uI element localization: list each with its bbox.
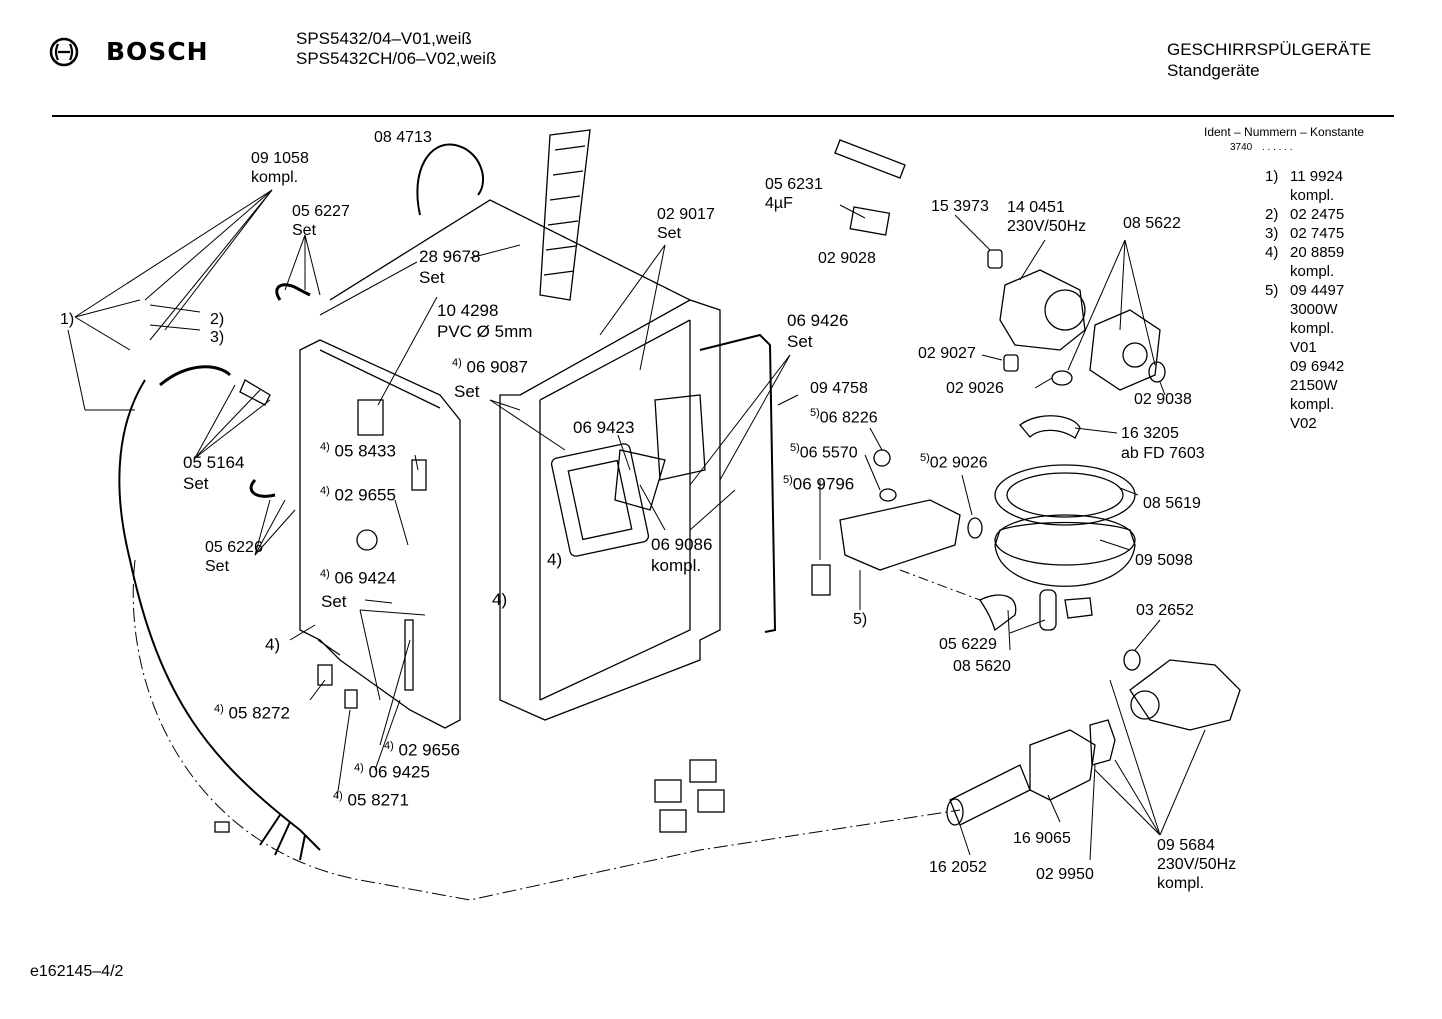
- model-line-1: SPS5432/04–V01,weiß: [296, 29, 472, 48]
- inlet-valve: [1129, 659, 1241, 731]
- heater-bowl: [994, 521, 1136, 587]
- legend-item-line: kompl.: [1290, 396, 1335, 413]
- legend-item-line: kompl.: [1290, 263, 1335, 280]
- callout-058272: 4) 05 8272: [214, 703, 290, 723]
- legend-dots: . . . . . .: [1262, 142, 1293, 153]
- callout-069087: 4) 06 9087: [452, 357, 528, 377]
- door-panel: [299, 339, 461, 729]
- legend-item-line: kompl.: [1290, 320, 1335, 337]
- callout-058433: 4) 05 8433: [320, 441, 396, 461]
- callout-4-door: 4): [265, 635, 281, 654]
- capacitor: [834, 139, 906, 179]
- circulation-pump: [999, 269, 1086, 351]
- legend-item-line: kompl.: [1290, 187, 1335, 204]
- legend-item-number: 2): [1265, 206, 1279, 223]
- callout-056229: 05 6229: [939, 636, 997, 653]
- callout-1: 1): [60, 311, 75, 328]
- door-lock: [357, 399, 384, 436]
- callout-065570: 5)06 5570: [790, 442, 858, 462]
- legend-item-number: 5): [1265, 282, 1279, 299]
- callout-069424: 4) 06 9424: [320, 568, 396, 588]
- callout-058271: 4) 05 8271: [333, 790, 409, 810]
- strainer-cap: [1019, 415, 1081, 439]
- tub-body: [499, 299, 721, 721]
- legend-item-line: 02 2475: [1290, 206, 1345, 223]
- legend-item-number: 1): [1265, 168, 1279, 185]
- callout-084713: 08 4713: [374, 129, 432, 146]
- callout-069087-set: Set: [454, 382, 480, 401]
- legend-item-line: V01: [1290, 339, 1317, 356]
- callout-162052: 16 2052: [929, 859, 987, 876]
- callout-5-heater: 5): [853, 611, 868, 628]
- callout-029026-heater: 5)02 9026: [920, 452, 988, 472]
- category-subtitle: Standgeräte: [1167, 61, 1260, 80]
- callout-068226: 5)06 8226: [810, 407, 878, 427]
- callout-3: 3): [210, 329, 225, 346]
- bosch-armature-icon: [49, 37, 79, 67]
- callout-029655: 4) 02 9655: [320, 485, 396, 505]
- supply-hose: [118, 379, 301, 831]
- callout-4-tub: 4): [547, 550, 563, 569]
- callout-085620: 08 5620: [953, 658, 1011, 675]
- legend-item-line: 09 6942: [1290, 358, 1345, 375]
- callout-094758: 09 4758: [810, 380, 868, 397]
- callout-029027: 02 9027: [918, 345, 976, 362]
- legend-item-line: V02: [1290, 415, 1317, 432]
- connector-block: [654, 779, 682, 803]
- legend-item-line: 2150W: [1290, 377, 1338, 394]
- callout-4-rail: 4): [492, 590, 508, 609]
- callout-069796: 5)06 9796: [783, 474, 855, 494]
- legend-item-line: 09 4497: [1290, 282, 1345, 299]
- legend-item-line: 20 8859: [1290, 244, 1345, 261]
- model-line-2: SPS5432CH/06–V02,weiß: [296, 49, 497, 68]
- document-code: e162145–4/2: [30, 963, 124, 980]
- callout-069425: 4) 06 9425: [354, 762, 430, 782]
- bosch-logo: [48, 36, 84, 73]
- callout-029656: 4) 02 9656: [384, 740, 460, 760]
- header-rule: [52, 115, 1394, 117]
- legend-item-line: 02 7475: [1290, 225, 1345, 242]
- callout-069424-set: Set: [321, 592, 347, 611]
- legend-item-line: 11 9924: [1290, 168, 1344, 185]
- detergent-dispenser: [550, 443, 650, 557]
- callout-032652: 03 2652: [1136, 602, 1194, 619]
- sump-ring: [994, 464, 1136, 526]
- callout-095098: 09 5098: [1135, 552, 1193, 569]
- legend-code: 3740: [1230, 142, 1253, 153]
- legend-item-number: 3): [1265, 225, 1279, 242]
- brand-name: BOSCH: [106, 37, 209, 66]
- legend-item-line: 3000W: [1290, 301, 1338, 318]
- callout-029028: 02 9028: [818, 250, 876, 267]
- callout-169065: 16 9065: [1013, 830, 1071, 847]
- callout-2: 2): [210, 311, 225, 328]
- callout-029038: 02 9038: [1134, 391, 1192, 408]
- legend-title: Ident – Nummern – Konstante: [1204, 125, 1365, 139]
- heating-element: [839, 499, 961, 571]
- callout-069423: 06 9423: [573, 418, 635, 437]
- callout-029026-pump: 02 9026: [946, 380, 1004, 397]
- callout-085619: 08 5619: [1143, 495, 1201, 512]
- spray-arm: [539, 129, 591, 301]
- callout-085622: 08 5622: [1123, 215, 1181, 232]
- callout-029950: 02 9950: [1036, 866, 1094, 883]
- hose-sleeve: [949, 764, 1031, 826]
- category-title: GESCHIRRSPÜLGERÄTE: [1167, 40, 1372, 59]
- callout-153973: 15 3973: [931, 198, 989, 215]
- legend-item-number: 4): [1265, 244, 1279, 261]
